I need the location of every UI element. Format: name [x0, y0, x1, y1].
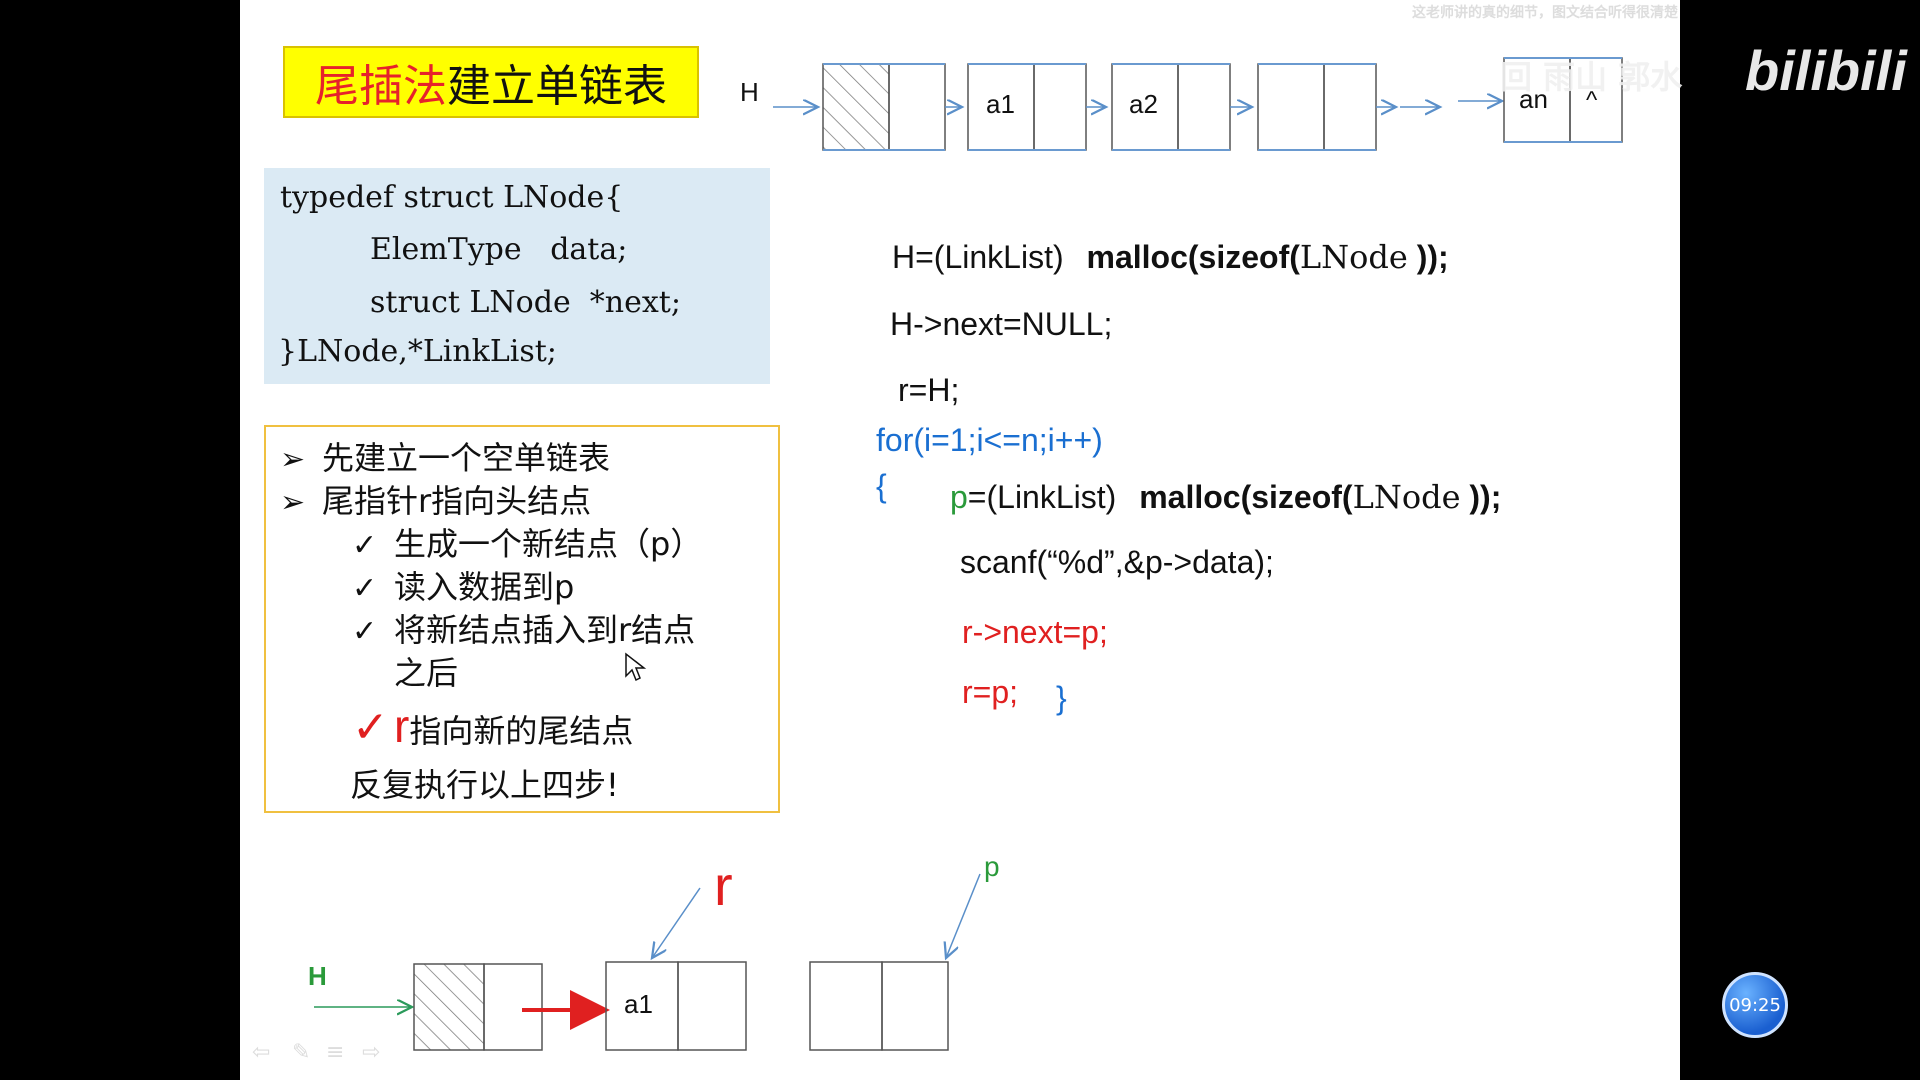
code-cast: H=(LinkList): [892, 239, 1064, 275]
struct-line-2: ElemType data;: [370, 232, 628, 267]
repeat-text: 反复执行以上四步!: [350, 766, 619, 804]
uploader-watermark: 回 雨山 郭水: [1500, 58, 1683, 96]
previous-slide-icon[interactable]: ⇦: [252, 1040, 271, 1065]
top-node-a2: a2: [1111, 63, 1231, 151]
code-line-for: for(i=1;i<=n;i++): [876, 422, 1103, 458]
code-type: LNode: [1299, 238, 1408, 276]
code-close-brace: }: [1056, 680, 1067, 716]
slide: 尾插法建立单链表 H a1: [240, 0, 1680, 1080]
mouse-cursor-icon: [625, 652, 647, 682]
sub-step-1: ✓ 生成一个新结点（p）: [352, 519, 702, 565]
r-pointer-label: r: [714, 854, 733, 917]
code-line-r-head: r=H;: [898, 372, 960, 408]
bottom-node-a1: a1: [605, 961, 747, 1051]
top-node-empty: [1257, 63, 1377, 151]
top-node-a2-data: a2: [1129, 89, 1158, 119]
highlight-letter: r: [394, 700, 410, 752]
arrow-bullet-icon: ➢: [280, 485, 306, 520]
menu-icon[interactable]: ≡: [326, 1040, 345, 1065]
code-malloc: malloc(sizeof(: [1086, 239, 1300, 275]
p-pointer-label: p: [984, 851, 1000, 882]
code-line-malloc-head: H=(LinkList) malloc(sizeof(LNode ));: [892, 238, 1449, 276]
code-cast-p: =(LinkList): [967, 479, 1117, 515]
bottom-head-label: H: [308, 961, 327, 991]
struct-line-3: struct LNode *next;: [370, 285, 681, 320]
sub-step-2: ✓ 读入数据到p: [352, 562, 574, 608]
step-item-1-text: 先建立一个空单链表: [322, 439, 611, 477]
bilibili-logo: bilibili: [1745, 39, 1907, 102]
code-p-var: p: [950, 479, 968, 515]
checkmark-icon: ✓: [352, 571, 378, 606]
bottom-head-node: [413, 963, 543, 1051]
timer-badge[interactable]: 09:25: [1722, 972, 1788, 1038]
top-node-a1-data: a1: [986, 89, 1015, 119]
step-item-2-text: 尾指针r指向头结点: [322, 482, 592, 520]
bottom-node-new: [809, 961, 949, 1051]
top-node-last: an ^: [1503, 57, 1623, 143]
top-linked-list-diagram: H a1 a2: [740, 57, 1623, 151]
struct-definition-box: typedef struct LNode{ ElemType data; str…: [264, 168, 770, 384]
step-item-1: ➢ 先建立一个空单链表: [280, 433, 610, 479]
code-line-malloc-p: p=(LinkList) malloc(sizeof(LNode ));: [950, 478, 1501, 516]
bottom-node-a1-data: a1: [624, 989, 653, 1019]
r-pointer-arrow: [652, 887, 701, 958]
slide-title: 尾插法建立单链表: [283, 46, 699, 118]
code-close-p: ));: [1469, 479, 1502, 515]
code-line-r-next: r->next=p;: [962, 614, 1108, 650]
top-node-a1: a1: [967, 63, 1087, 151]
red-checkmark-icon: ✓: [352, 702, 389, 753]
struct-line-1: typedef struct LNode{: [280, 180, 624, 215]
top-node-last-null: ^: [1586, 87, 1598, 114]
arrow-bullet-icon: ➢: [280, 442, 306, 477]
highlight-text: 指向新的尾结点: [409, 712, 634, 750]
sub-step-3: ✓ 将新结点插入到r结点: [352, 605, 695, 651]
next-slide-icon[interactable]: ⇨: [362, 1040, 381, 1065]
sub-step-1-text: 生成一个新结点（p）: [394, 525, 703, 563]
code-line-head-null: H->next=NULL;: [890, 306, 1113, 342]
title-black-text: 建立单链表: [447, 61, 667, 112]
danmaku-comment: 这老师讲的真的细节，图文结合听得很清楚: [1412, 5, 1678, 21]
code-malloc-p: malloc(sizeof(: [1139, 479, 1353, 515]
sub-step-3-cont: 之后: [394, 654, 459, 692]
title-red-text: 尾插法: [315, 61, 447, 112]
top-node-head: [822, 63, 946, 151]
sub-step-3-text: 将新结点插入到r结点: [394, 611, 696, 649]
checkmark-icon: ✓: [352, 528, 378, 563]
bottom-insertion-diagram: H a1 r p: [308, 851, 1000, 1051]
checkmark-icon: ✓: [352, 614, 378, 649]
p-pointer-arrow: [946, 873, 981, 958]
code-line-r-p: r=p;: [962, 674, 1019, 710]
code-close: ));: [1416, 239, 1449, 275]
pen-icon[interactable]: ✎: [292, 1040, 311, 1065]
top-node-last-data: an: [1519, 84, 1548, 114]
code-type-p: LNode: [1352, 478, 1461, 516]
struct-line-4: }LNode,*LinkList;: [278, 334, 557, 369]
top-head-label: H: [740, 77, 759, 107]
code-open-brace: {: [876, 468, 887, 504]
highlight-step: ✓r指向新的尾结点: [352, 699, 633, 753]
code-line-scanf: scanf(“%d”,&p->data);: [960, 544, 1274, 580]
steps-box: ➢ 先建立一个空单链表 ➢ 尾指针r指向头结点 ✓ 生成一个新结点（p） ✓ 读入数据到…: [264, 425, 780, 813]
sub-step-2-text: 读入数据到p: [394, 568, 575, 606]
step-item-2: ➢ 尾指针r指向头结点: [280, 476, 591, 522]
